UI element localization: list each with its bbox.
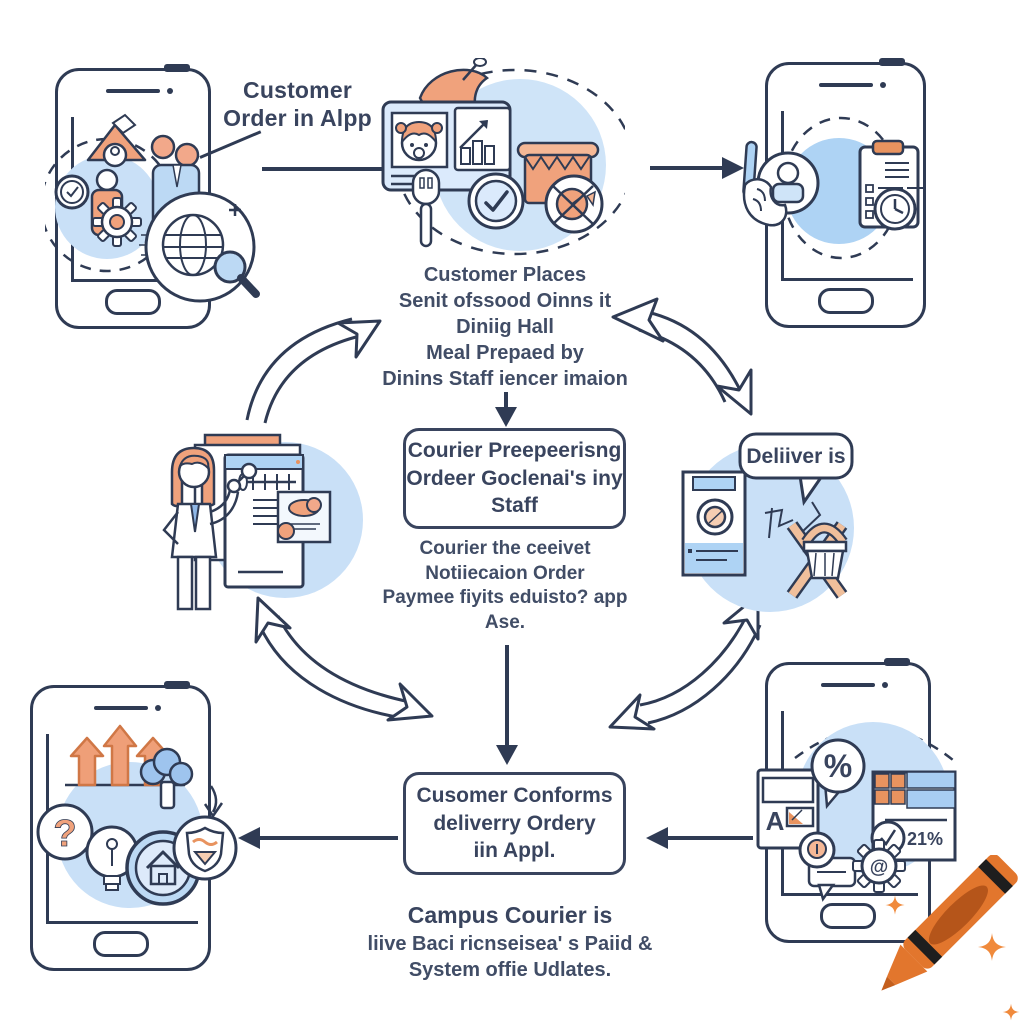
label-line-2: Order in Alpp [223, 105, 372, 132]
meal-prep-illustration [381, 58, 625, 256]
arrow-from-right-phone-head [646, 827, 668, 849]
stat-value: 21% [907, 829, 943, 849]
phone-power-notch [164, 681, 190, 689]
percent-bubble-icon: % [810, 738, 866, 810]
globe-search-icon [139, 191, 260, 303]
phone-speaker [821, 682, 888, 688]
clock-icon [873, 187, 917, 231]
gear-icon: @ [852, 839, 906, 893]
text-line: Notiiecaion Order [425, 562, 585, 584]
phone-power-notch [164, 64, 190, 72]
ad-card-icon: A [756, 768, 820, 850]
bulb-icon [85, 825, 139, 891]
top-left-label: Customer Order in Alpp [200, 76, 395, 132]
crayon-icon [881, 855, 1018, 991]
top-center-text: Customer Places Senit ofssood Oinns it D… [360, 262, 650, 392]
gear-icon [92, 197, 142, 247]
order-received-illustration [742, 116, 925, 260]
text-line: Ase. [484, 612, 526, 634]
footer-text: Campus Courier is liive Baci ricnseisea'… [330, 901, 690, 983]
box-line: iin Appl. [473, 839, 556, 863]
document-icon [193, 433, 305, 589]
shield-badge-icon [172, 815, 238, 881]
arrow-down-small-head [495, 407, 517, 427]
house-icon [86, 113, 147, 168]
phone-power-notch [884, 658, 910, 666]
question-badge-icon: ? [36, 803, 94, 861]
spatula-icon [411, 168, 441, 248]
sparkle-icon [885, 895, 1020, 1021]
hook-arrow-icon [203, 785, 224, 819]
check-badge-icon [467, 172, 525, 230]
arrow-down-long-line [505, 645, 509, 747]
text-line: liive Baci ricnseisea' s Paiid & [367, 932, 653, 955]
phone-home-button [105, 289, 161, 315]
arrow-top-1-line [262, 167, 390, 171]
basket-icon [801, 522, 848, 580]
percent-glyph: % [824, 748, 852, 784]
box-line: Cusomer Conforms [416, 783, 613, 807]
payment-updates-illustration: A % 21% [756, 722, 957, 902]
staff-person-icon [162, 446, 258, 611]
stats-window-icon: 21% [870, 770, 957, 862]
phone-home-button [820, 903, 876, 929]
food-photo-icon [276, 490, 332, 544]
chart-icon [453, 106, 512, 172]
staff-checklist-illustration [162, 433, 363, 611]
courier-box: Courier Preepeerisng Ordeer Goclenai's i… [403, 428, 626, 529]
footer-title: Campus Courier is [407, 902, 613, 928]
arrow-down-small-line [504, 392, 508, 408]
curved-arrow-upper-left [245, 317, 382, 424]
phone-power-notch [879, 58, 905, 66]
phone-home-button [92, 931, 149, 957]
text-line: Courier the ceeivet [419, 538, 591, 559]
magnifier-icon [213, 250, 247, 284]
box-line: Courier Preepeerisng [407, 438, 622, 462]
text-line: Diniig Hall [456, 316, 554, 338]
confirm-box: Cusomer Conforms deliverry Ordery iin Ap… [403, 772, 626, 875]
arrow-from-right-phone-line [668, 836, 753, 840]
text-line: Meal Prepaed by [426, 342, 584, 364]
speech-bubble: Deliiver is [738, 432, 854, 506]
phone-speaker [93, 705, 161, 711]
curved-arrow-lower-left [254, 596, 434, 722]
arrow-to-left-phone-head [238, 827, 260, 849]
arrow-top-2-line [650, 166, 722, 170]
confirmation-app-illustration: ? [36, 724, 238, 908]
locker-panel-icon [681, 470, 747, 577]
curved-arrow-upper-right [611, 297, 753, 416]
text-line: System offie Udlates. [408, 958, 612, 981]
courier-note-text: Courier the ceeivet Notiiecaion Order Pa… [355, 537, 655, 636]
hand-icon [742, 178, 788, 227]
box-line: Ordeer Goclenai's iny [406, 466, 623, 490]
arrow-to-left-phone-line [258, 836, 398, 840]
customer-app-illustration [45, 113, 260, 303]
face-icon [390, 111, 449, 169]
broccoli-icon [139, 747, 194, 810]
label-line-1: Customer [243, 77, 352, 103]
gear-glyph: @ [870, 857, 889, 878]
crayon-decoration [881, 855, 1020, 1021]
ad-letter-glyph: A [766, 806, 785, 836]
phone-speaker [106, 88, 173, 94]
arrow-top-2-head [722, 157, 744, 179]
phone-speaker [818, 82, 886, 88]
text-line: Dinins Staff iencer imaion [382, 368, 628, 390]
deliver-bubble-text: Deliiver is [746, 445, 845, 468]
text-line: Paymee fiyits eduisto? app [382, 587, 628, 609]
no-pie-badge-icon [544, 174, 604, 234]
text-line: Customer Places [423, 264, 587, 286]
clock-icon [54, 174, 90, 210]
box-line: deliverry Ordery [433, 811, 596, 835]
question-glyph: ? [53, 813, 76, 855]
text-line: Senit ofssood Oinns it [398, 290, 612, 312]
box-line: Staff [491, 494, 538, 518]
arrow-down-long-head [496, 745, 518, 765]
delivery-illustration: Deliiver is [681, 432, 854, 612]
phone-home-button [817, 288, 874, 314]
